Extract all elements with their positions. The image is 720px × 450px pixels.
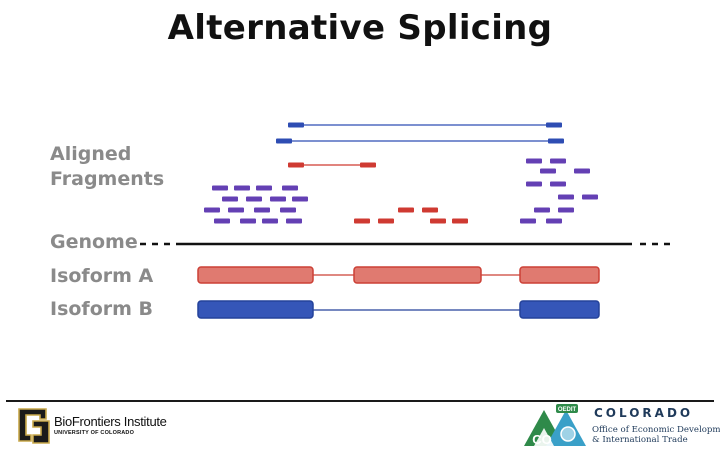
fragment-purple [558, 194, 574, 200]
isoform-b-label: Isoform B [50, 298, 154, 320]
isoform-a-label: Isoform A [50, 265, 154, 287]
fragment-purple [214, 218, 230, 224]
fragment-purple [550, 181, 566, 187]
fragment-blue [546, 122, 562, 128]
footer-divider [6, 400, 714, 402]
fragment-purple [534, 207, 550, 213]
fragment-purple [526, 181, 542, 187]
isoform-a-exon [353, 266, 482, 284]
fragment-red [452, 218, 468, 224]
aligned-label-line2: Fragments [50, 168, 165, 190]
aligned-label-line1: Aligned [50, 143, 132, 165]
fragment-purple [240, 218, 256, 224]
fragment-purple [254, 207, 270, 213]
fragment-purple [262, 218, 278, 224]
fragment-purple [286, 218, 302, 224]
fragment-red [430, 218, 446, 224]
fragment-purple [270, 196, 286, 202]
splicing-diagram [140, 122, 676, 319]
biofrontiers-sub: UNIVERSITY OF COLORADO [54, 430, 135, 436]
fragment-blue [548, 138, 564, 144]
oedit-badge-text: OEDIT [558, 407, 577, 413]
fragment-purple [574, 168, 590, 174]
fragment-red [378, 218, 394, 224]
biofrontiers-name: BioFrontiers Institute [54, 414, 167, 429]
isoform-b-exon [519, 300, 600, 319]
fragment-purple [212, 185, 228, 191]
fragment-red [360, 162, 376, 168]
fragment-purple [222, 196, 238, 202]
slide-title: Alternative Splicing [167, 8, 553, 48]
oedit-line2: & International Trade [592, 435, 688, 445]
fragment-purple [280, 207, 296, 213]
biofrontiers-logo: BioFrontiers Institute UNIVERSITY OF COL… [16, 406, 216, 446]
co-badge-text: CO [532, 432, 552, 447]
fragment-purple [234, 185, 250, 191]
oedit-line1: Office of Economic Development [592, 425, 720, 435]
fragment-purple [204, 207, 220, 213]
fragment-purple [582, 194, 598, 200]
fragment-purple [282, 185, 298, 191]
genome-label: Genome [50, 231, 138, 253]
cu-logo-icon [18, 408, 50, 444]
fragment-purple [526, 158, 542, 164]
fragment-red [354, 218, 370, 224]
fragment-purple [292, 196, 308, 202]
isoform-a-exon [519, 266, 600, 284]
fragment-purple [520, 218, 536, 224]
fragment-purple [546, 218, 562, 224]
isoform-b-exon [197, 300, 314, 319]
fragment-purple [246, 196, 262, 202]
fragment-red [398, 207, 414, 213]
aligned-fragments-label: Aligned Fragments [50, 142, 164, 192]
fragment-red [422, 207, 438, 213]
colorado-wordmark: COLORADO [594, 406, 694, 420]
oedit-badge-icon: OEDIT CO [524, 404, 586, 447]
fragment-purple [540, 168, 556, 174]
fragment-purple [228, 207, 244, 213]
isoform-a-exon [197, 266, 314, 284]
fragment-purple [558, 207, 574, 213]
fragment-purple [550, 158, 566, 164]
fragment-red [288, 162, 304, 168]
colorado-oedit-logo: OEDIT CO COLORADO Office of Economic Dev… [522, 404, 720, 448]
fragment-blue [276, 138, 292, 144]
fragment-blue [288, 122, 304, 128]
fragment-purple [256, 185, 272, 191]
